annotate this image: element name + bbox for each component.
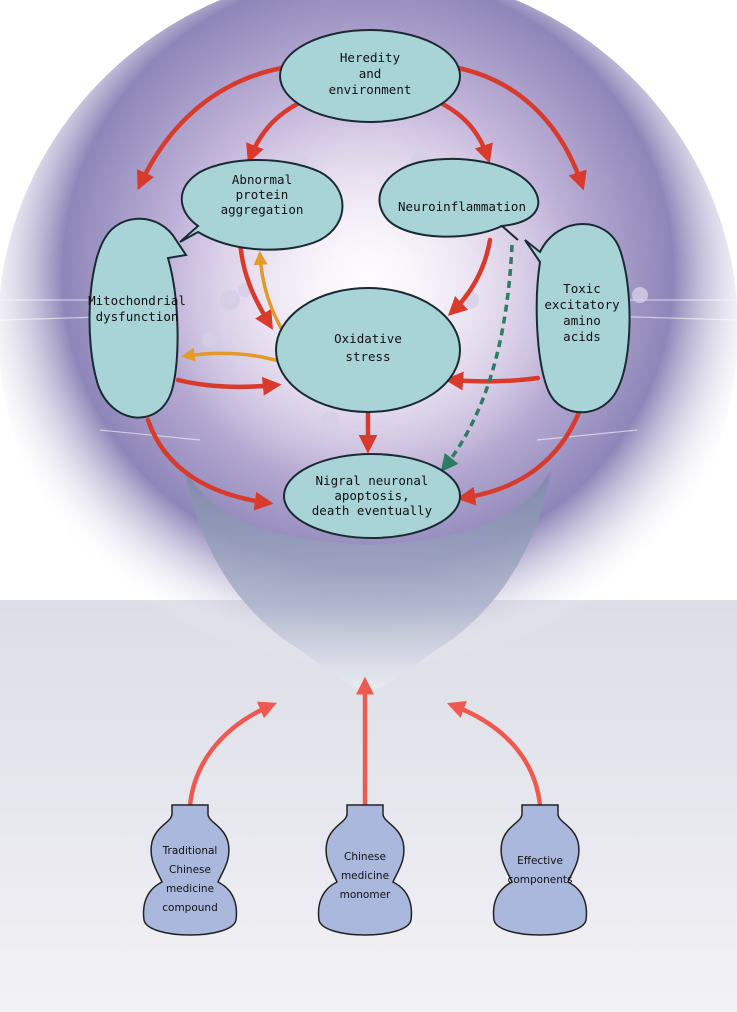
node-abnormal-line-1: Abnormal — [232, 172, 292, 187]
arrow-heredity-to-toxic — [455, 65, 587, 191]
vase-tcm_compound-line-1: Traditional — [162, 845, 218, 857]
vase-monomer: Chinese medicine monomer — [317, 804, 413, 936]
vase-components-line-1: Effective — [517, 855, 563, 867]
arrow-neuroinflammation-to-oxidative — [447, 237, 493, 316]
arrow-toxic-to-oxidative — [444, 371, 541, 391]
vase-components-line-2: components — [508, 874, 573, 886]
node-toxic-line-4: acids — [563, 329, 601, 344]
node-nigral-line-3: death eventually — [312, 503, 433, 518]
node-nigral-line-2: apoptosis, — [334, 488, 409, 503]
node-neuroinflammation-label: Neuroinflammation — [398, 199, 526, 214]
vase-monomer-line-1: Chinese — [344, 851, 386, 863]
node-oxidative-label: Oxidative stress — [334, 331, 402, 364]
node-neuroinflammation-line-1: Neuroinflammation — [398, 199, 526, 214]
node-abnormal-line-3: aggregation — [221, 202, 304, 217]
node-oxidative: Oxidative stress — [275, 287, 461, 413]
node-toxic-line-1: Toxic — [563, 281, 601, 296]
arrow-mitochondrial-to-oxidative — [175, 376, 282, 396]
arrow-compound-to-head — [187, 701, 277, 808]
vase-tcm_compound-line-2: Chinese — [169, 864, 211, 876]
vase-monomer-line-2: medicine — [341, 870, 389, 882]
node-mitochondrial-line-2: dysfunction — [96, 309, 179, 324]
vase-monomer-label: Chinese medicine monomer — [340, 851, 391, 901]
node-toxic-line-3: amino — [563, 313, 601, 328]
arrow-oxidative-to-abnormal — [253, 250, 287, 337]
arrow-abnormal-to-oxidative — [237, 237, 273, 330]
face-silhouette — [185, 470, 551, 690]
arrow-oxidative-to-mitochondrial — [180, 347, 284, 364]
node-neuroinflammation: Neuroinflammation — [378, 157, 540, 241]
node-nigral-line-1: Nigral neuronal — [316, 473, 429, 488]
node-mitochondrial-line-1: Mitochondrial — [88, 293, 186, 308]
arrow-heredity-to-mitochondrial — [136, 65, 285, 191]
arrow-neuroinflammation-to-nigral-dashed — [440, 244, 514, 473]
node-heredity-line-2: and — [359, 66, 382, 81]
vase-monomer-line-3: monomer — [340, 889, 391, 901]
node-abnormal-line-2: protein — [236, 187, 289, 202]
node-oxidative-line-2: stress — [345, 349, 390, 364]
node-oxidative-line-1: Oxidative — [334, 331, 402, 346]
vase-effective-components: Effective components — [492, 804, 588, 936]
orange-arrows — [180, 250, 287, 364]
node-heredity-line-1: Heredity — [340, 50, 401, 65]
bottom-arrows — [187, 676, 543, 808]
arrow-components-to-head — [446, 701, 543, 808]
red-arrows — [136, 65, 587, 511]
arrow-toxic-to-nigral — [456, 407, 583, 506]
node-toxic-line-2: excitatory — [544, 297, 620, 312]
vase-tcm_compound-line-3: medicine — [166, 883, 214, 895]
vase-components-label: Effective components — [508, 855, 573, 886]
node-heredity-line-3: environment — [329, 82, 412, 97]
arrow-mitochondrial-to-nigral — [145, 417, 274, 511]
vase-tcm_compound-line-4: compound — [162, 902, 218, 914]
